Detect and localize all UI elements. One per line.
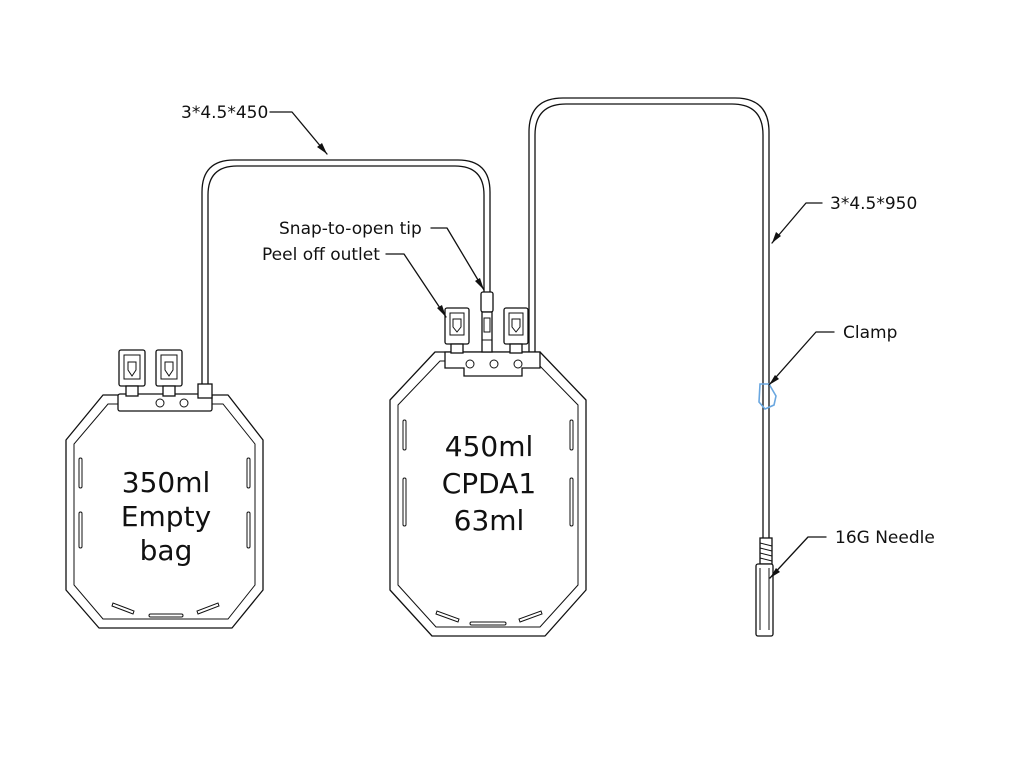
bag-slot bbox=[196, 602, 220, 615]
bag-slot bbox=[246, 511, 251, 549]
bag-slot bbox=[402, 477, 407, 527]
bag-slot bbox=[78, 457, 83, 489]
clamp-icon bbox=[758, 383, 777, 410]
bag-port bbox=[503, 307, 529, 354]
bag-slot bbox=[78, 511, 83, 549]
left-bag-desc: bag bbox=[140, 534, 193, 567]
leader-needle bbox=[769, 536, 827, 579]
leader-tube-long bbox=[771, 202, 823, 244]
needle-icon bbox=[755, 537, 774, 637]
bag-slot bbox=[569, 419, 574, 451]
right-bag-volume: 450ml bbox=[445, 430, 534, 463]
peel-outlet-label: Peel off outlet bbox=[262, 245, 380, 265]
tube-long-label: 3*4.5*950 bbox=[830, 194, 917, 214]
right-bag-fill: 63ml bbox=[454, 504, 525, 537]
leader-peel-outlet bbox=[385, 253, 447, 318]
hanger-hole bbox=[513, 359, 523, 369]
right-bag-anticoagulant: CPDA1 bbox=[442, 467, 536, 500]
leader-clamp bbox=[768, 331, 835, 386]
snap-to-open-tip bbox=[480, 291, 494, 353]
clamp-label: Clamp bbox=[843, 323, 897, 343]
peel-off-outlet-port bbox=[444, 307, 470, 354]
leader-snap-tip bbox=[430, 227, 485, 291]
hanger-hole bbox=[155, 398, 165, 408]
bag-port bbox=[155, 349, 183, 397]
bag-slot bbox=[435, 610, 460, 623]
bag-left: 350ml Empty bag bbox=[65, 349, 264, 629]
bag-slot bbox=[518, 610, 543, 623]
bag-flange bbox=[444, 351, 541, 377]
tube-long bbox=[528, 97, 770, 541]
bag-slot bbox=[148, 613, 184, 618]
bag-port bbox=[118, 349, 146, 397]
left-bag-type: Empty bbox=[121, 500, 211, 533]
bag-slot bbox=[402, 419, 407, 451]
tube-connector bbox=[197, 383, 213, 399]
tube-short-label: 3*4.5*450 bbox=[181, 103, 268, 123]
bag-slot bbox=[569, 477, 574, 527]
snap-tip-label: Snap-to-open tip bbox=[279, 219, 422, 239]
hanger-hole bbox=[179, 398, 189, 408]
bag-right: 450ml CPDA1 63ml bbox=[389, 291, 587, 637]
bag-slot bbox=[469, 621, 507, 626]
tube-short bbox=[201, 159, 491, 391]
needle-label: 16G Needle bbox=[835, 528, 935, 548]
left-bag-volume: 350ml bbox=[122, 466, 211, 499]
bag-slot bbox=[246, 457, 251, 489]
hanger-hole bbox=[489, 359, 499, 369]
hanger-hole bbox=[465, 359, 475, 369]
bag-slot bbox=[111, 602, 135, 615]
leader-tube-short bbox=[269, 111, 328, 155]
